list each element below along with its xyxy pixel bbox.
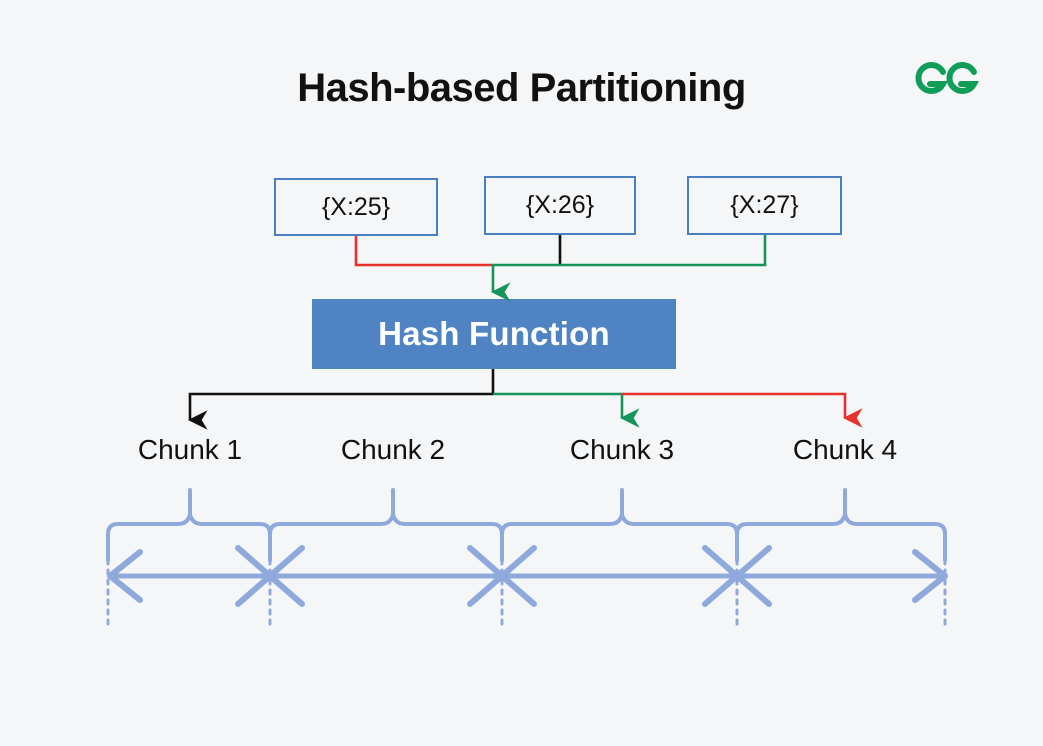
flow-arrow-chunk4: [622, 392, 863, 428]
chunk-label-2: Chunk 2: [340, 434, 446, 465]
record-box-x25: {X:25}: [274, 178, 438, 236]
record-box-x27: {X:27}: [687, 176, 842, 235]
page-title: Hash-based Partitioning: [297, 66, 746, 110]
geeksforgeeks-logo: [912, 50, 992, 106]
hash-function-box: Hash Function: [312, 299, 676, 369]
chunk-label-1: Chunk 1: [137, 434, 243, 465]
partition-divider-crosses: [235, 545, 772, 607]
divider-cross-1: [235, 545, 305, 607]
partition-boundary-ticks: [106, 558, 947, 632]
divider-cross-3: [702, 545, 772, 607]
divider-cross-2: [467, 545, 537, 607]
flow-arrow-chunk3: [493, 392, 640, 428]
chunk-label-4: Chunk 4: [792, 434, 898, 465]
record-box-x26: {X:26}: [484, 176, 636, 235]
chunk-label-3: Chunk 3: [569, 434, 675, 465]
flow-arrow-chunk1: [188, 392, 493, 430]
range-axis-line: [107, 549, 948, 603]
flow-line-x27: [491, 235, 767, 302]
partition-braces: [106, 488, 947, 562]
flow-line-x25: [354, 236, 493, 267]
